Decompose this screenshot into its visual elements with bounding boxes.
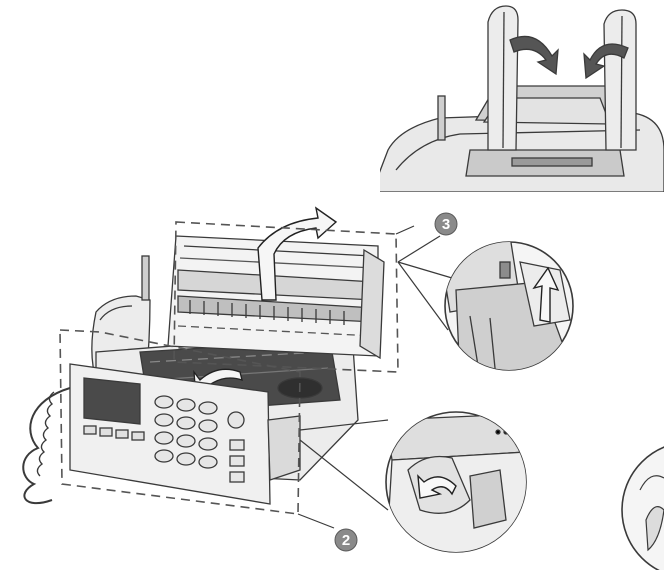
partial-detail-circle — [621, 446, 664, 570]
step-3-badge: 3 — [434, 212, 458, 236]
step-2-badge: 2 — [334, 528, 358, 552]
panel-dashed-outline — [59, 329, 301, 515]
latch-detail-circle — [385, 411, 527, 553]
step-2-number: 2 — [342, 532, 350, 549]
paper-tray-detail — [380, 5, 664, 192]
lever-detail-circle — [444, 241, 574, 371]
leader-lines — [297, 225, 453, 529]
step-3-number: 3 — [442, 216, 450, 233]
fax-machine — [22, 206, 385, 505]
